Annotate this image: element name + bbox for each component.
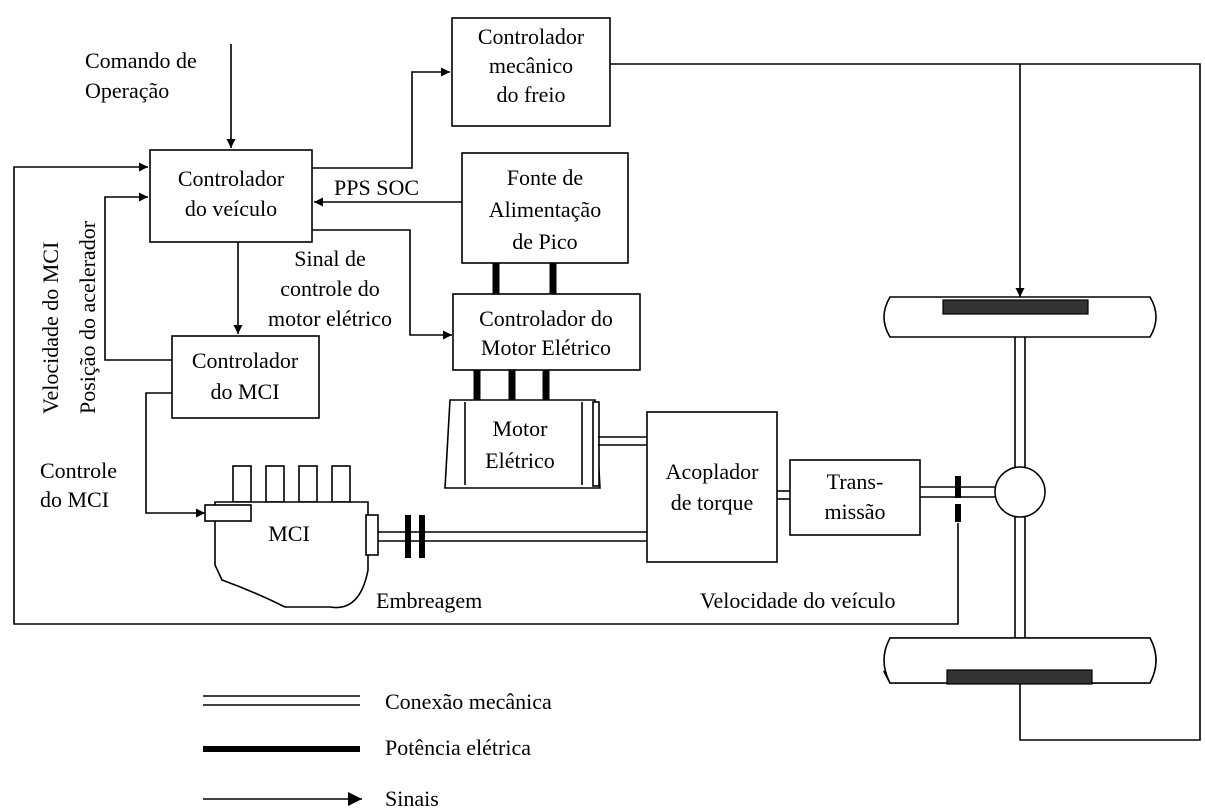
front-wheel: [883, 296, 1157, 338]
vehicle-speed-feedback: [13, 162, 959, 625]
pps-soc-text: PPS SOC: [334, 175, 419, 200]
svg-text:de Pico: de Pico: [512, 229, 577, 254]
ice-control-label: Controle do MCI: [40, 458, 117, 512]
svg-text:Controlador do: Controlador do: [479, 306, 613, 331]
svg-text:Trans-: Trans-: [827, 469, 884, 494]
svg-text:Controlador: Controlador: [192, 348, 299, 373]
legend: Conexão mecânica Potência elétrica Sinai…: [203, 689, 552, 809]
ice-controller-feedback: [104, 192, 172, 361]
vehicle-controller-box: Controlador do veículo: [149, 149, 313, 243]
vehicle-to-brake-signal: [312, 67, 450, 169]
svg-text:Conexão mecânica: Conexão mecânica: [385, 689, 552, 714]
svg-text:Sinal de: Sinal de: [294, 246, 366, 271]
clutch: [405, 515, 425, 558]
brake-controller-box: Controlador mecânico do freio: [451, 17, 611, 127]
brake-signal-line: [610, 63, 1201, 741]
svg-text:Sinais: Sinais: [385, 786, 439, 809]
ice-engine: MCI: [204, 465, 379, 609]
svg-text:Controlador: Controlador: [178, 166, 285, 191]
ice-speed-label: Velocidade do MCI: [38, 242, 63, 414]
svg-text:Potência elétrica: Potência elétrica: [385, 735, 531, 760]
svg-text:missão: missão: [824, 499, 885, 524]
svg-text:do freio: do freio: [496, 82, 565, 107]
svg-text:de torque: de torque: [671, 490, 753, 515]
svg-text:motor elétrico: motor elétrico: [268, 306, 392, 331]
torque-coupler-box: Acoplador de torque: [646, 411, 778, 563]
svg-text:Motor: Motor: [493, 416, 549, 441]
ice-control-signal: [145, 392, 205, 518]
legend-electrical: Potência elétrica: [203, 735, 531, 760]
svg-text:mecânico: mecânico: [489, 53, 573, 78]
vehicle-speed-label: Velocidade do veículo: [700, 588, 896, 613]
coupler-transmission-shaft: [777, 490, 790, 500]
svg-text:Operação: Operação: [85, 78, 169, 103]
clutch-label: Embreagem: [376, 588, 482, 613]
peak-power-source-box: Fonte de Alimentação de Pico: [461, 152, 629, 264]
motor-control-signal-arrow: [312, 229, 452, 340]
svg-text:Fonte de: Fonte de: [507, 165, 583, 190]
svg-text:do MCI: do MCI: [40, 487, 109, 512]
engine-shaft: [378, 531, 647, 542]
legend-signals: Sinais: [203, 786, 439, 809]
svg-text:Motor Elétrico: Motor Elétrico: [481, 335, 611, 360]
legend-mechanical: Conexão mecânica: [203, 689, 552, 714]
svg-text:do veículo: do veículo: [185, 196, 277, 221]
ice-controller-box: Controlador do MCI: [171, 335, 320, 419]
svg-text:Acoplador: Acoplador: [666, 459, 760, 484]
svg-text:do MCI: do MCI: [210, 379, 279, 404]
throttle-position-label: Posição do acelerador: [75, 220, 100, 414]
motor-shaft: [598, 436, 647, 446]
operation-command-label: Comando de Operação: [85, 48, 197, 103]
rear-wheel: [883, 637, 1157, 685]
svg-text:Elétrico: Elétrico: [485, 448, 555, 473]
differential: [994, 337, 1046, 638]
transmission-box: Trans- missão: [789, 459, 921, 536]
svg-text:Alimentação: Alimentação: [489, 197, 601, 222]
svg-text:Comando de: Comando de: [85, 48, 197, 73]
svg-text:controle do: controle do: [280, 276, 380, 301]
svg-text:Controle: Controle: [40, 458, 117, 483]
svg-text:MCI: MCI: [268, 521, 310, 546]
motor-controller-box: Controlador do Motor Elétrico: [452, 293, 641, 371]
motor-control-signal-label: Sinal de controle do motor elétrico: [268, 246, 392, 331]
svg-text:Controlador: Controlador: [478, 24, 585, 49]
electric-motor: Motor Elétrico: [444, 399, 601, 489]
